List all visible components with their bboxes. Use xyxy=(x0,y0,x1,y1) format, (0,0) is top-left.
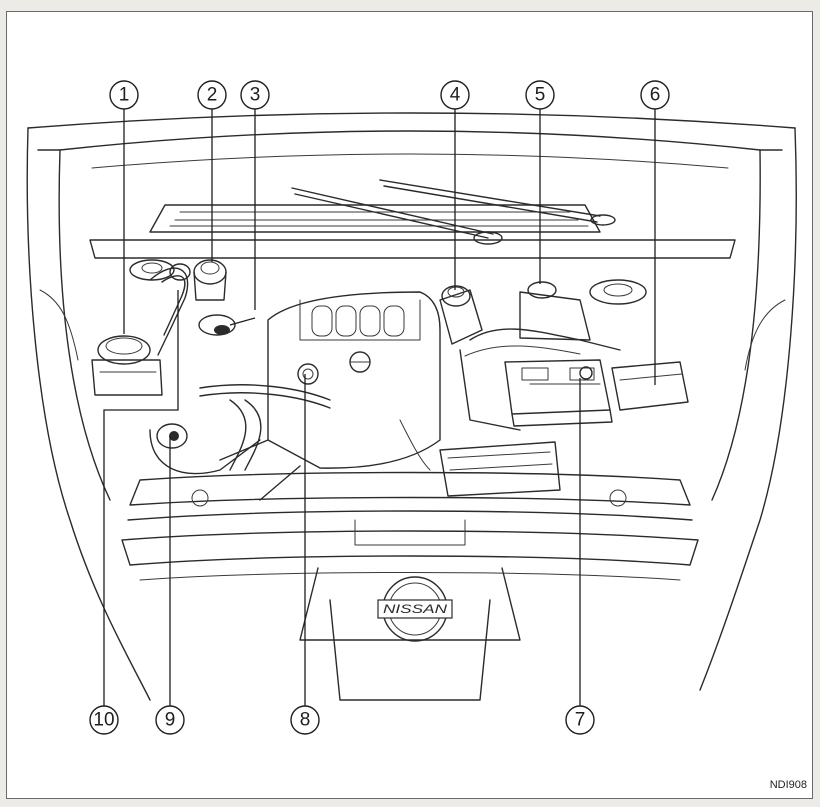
callout-label: 9 xyxy=(165,710,176,731)
front-grille xyxy=(121,471,699,701)
callout-label: 7 xyxy=(575,710,586,731)
callout-label: 3 xyxy=(250,85,261,106)
callout-9: 9 xyxy=(155,705,185,735)
callout-label: 10 xyxy=(93,710,114,731)
radiator-cap xyxy=(198,314,236,336)
hoses xyxy=(199,384,431,471)
callout-6: 6 xyxy=(640,80,670,110)
brake-fluid-reservoir xyxy=(91,335,163,396)
figure-code: NDI908 xyxy=(769,779,807,791)
nissan-emblem: NISSAN xyxy=(377,576,453,642)
coolant-reservoir xyxy=(439,285,483,345)
radiator-support xyxy=(439,441,561,497)
callout-1: 1 xyxy=(109,80,139,110)
hood-outline xyxy=(27,112,796,169)
callout-5: 5 xyxy=(525,80,555,110)
callout-7: 7 xyxy=(565,705,595,735)
air-cleaner xyxy=(459,281,621,431)
clutch-fluid-reservoir xyxy=(149,263,191,356)
fuse-box xyxy=(611,361,689,411)
leader-lines xyxy=(103,108,656,706)
engine-cover xyxy=(219,291,441,501)
cowl-and-wipers xyxy=(89,179,736,259)
strut-towers xyxy=(129,259,647,305)
fender-walls xyxy=(26,127,797,701)
callout-label: 5 xyxy=(535,85,546,106)
callout-label: 2 xyxy=(207,85,218,106)
callout-4: 4 xyxy=(440,80,470,110)
callout-8: 8 xyxy=(290,705,320,735)
battery xyxy=(504,359,613,427)
power-steering-reservoir xyxy=(193,259,227,301)
callout-label: 4 xyxy=(450,85,461,106)
callout-3: 3 xyxy=(240,80,270,110)
callout-2: 2 xyxy=(197,80,227,110)
callout-label: 6 xyxy=(650,85,661,106)
callout-label: 1 xyxy=(119,85,130,106)
emblem-logo-text: NISSAN xyxy=(383,602,447,616)
callout-label: 8 xyxy=(300,710,311,731)
callout-10: 10 xyxy=(89,705,119,735)
washer-fluid-reservoir xyxy=(149,423,261,475)
